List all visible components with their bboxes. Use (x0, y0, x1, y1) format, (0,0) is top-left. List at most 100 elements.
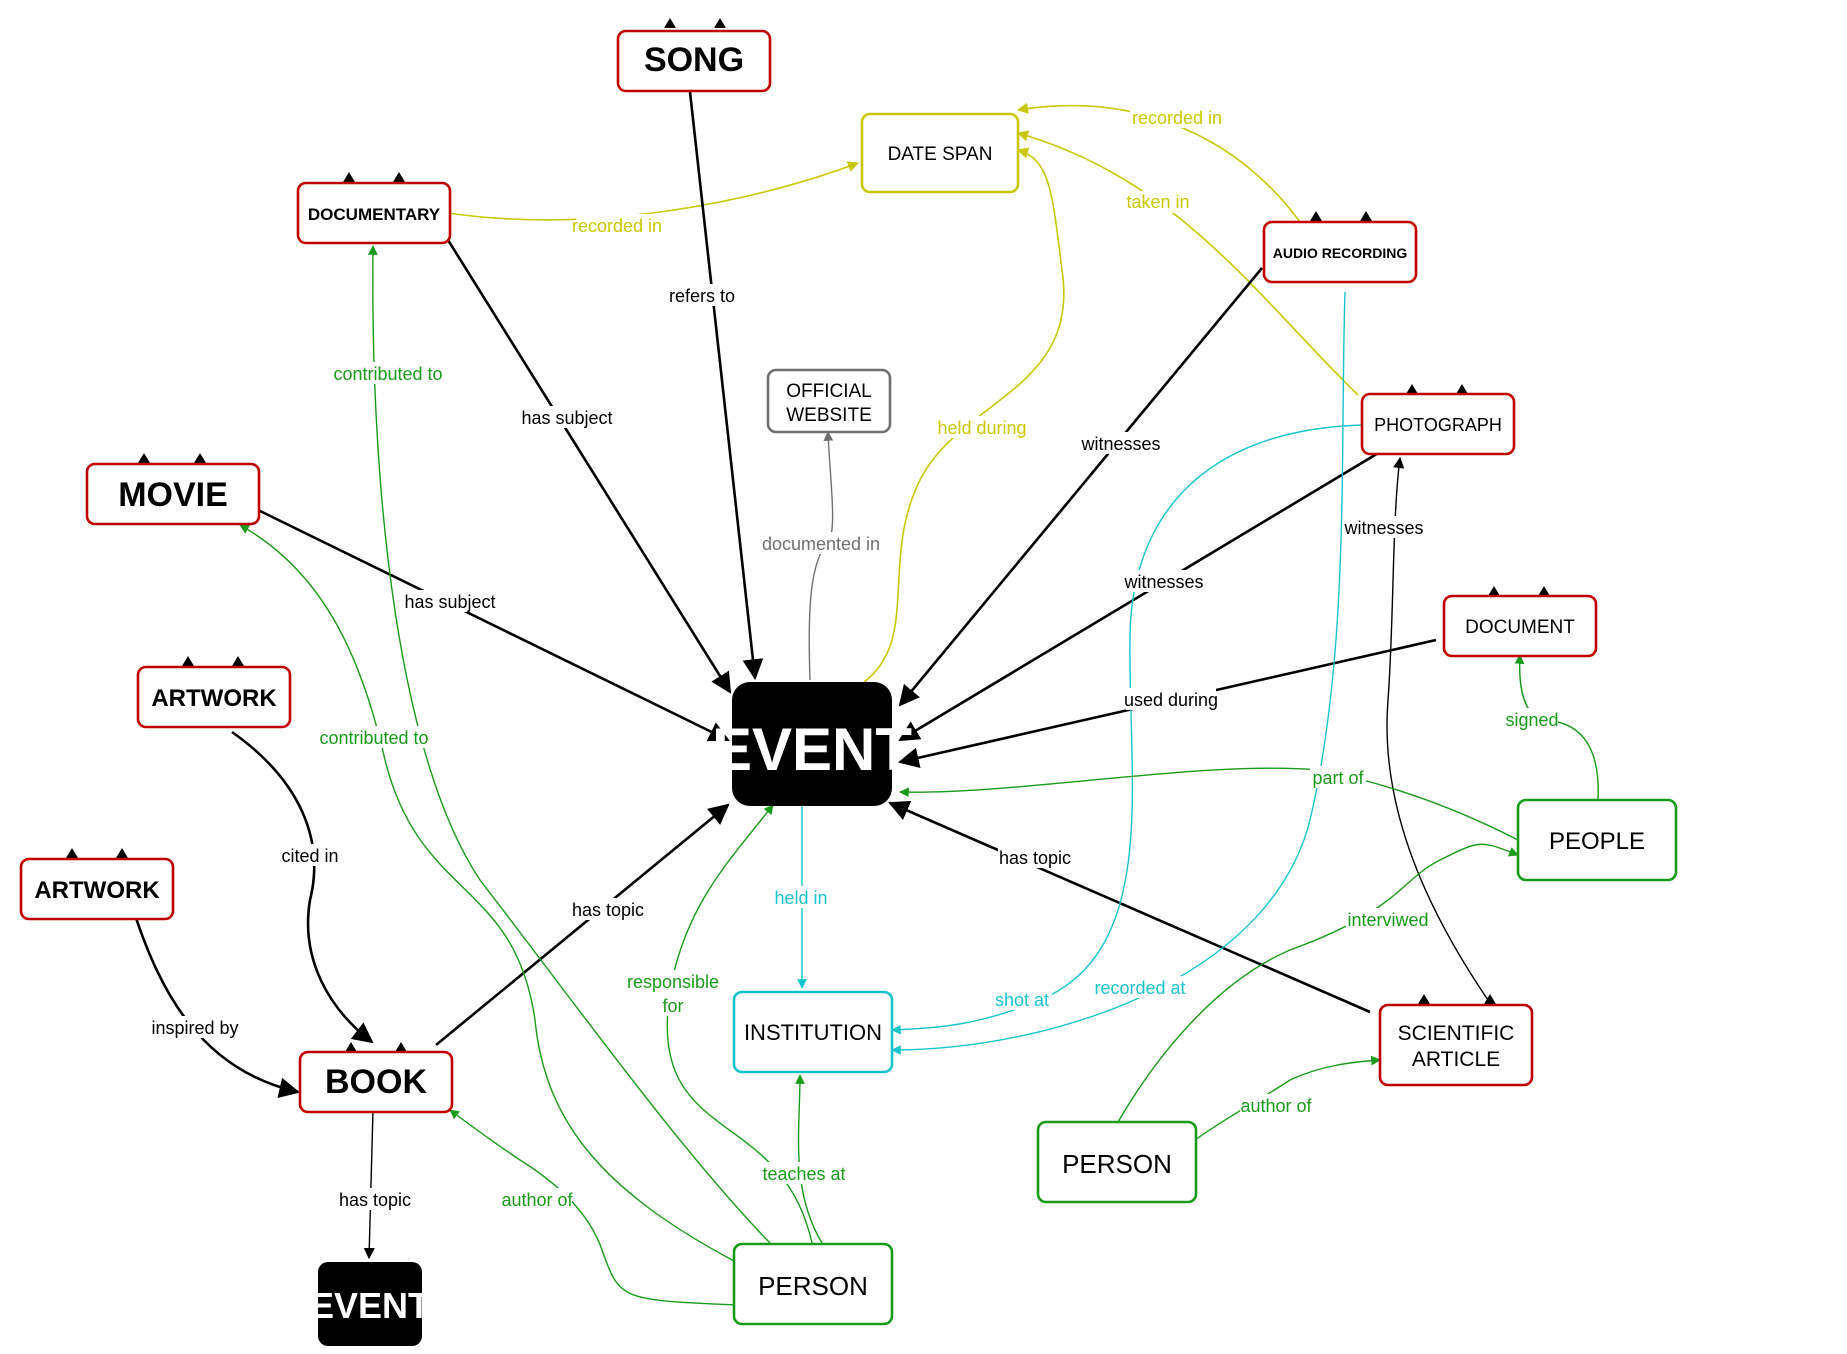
edge-book-event-small (363, 1109, 375, 1260)
label-witnesses-audio: witnesses (1080, 434, 1160, 454)
edge-photograph-event (898, 450, 1381, 742)
node-song-label: SONG (644, 41, 744, 79)
node-movie[interactable]: MOVIE (85, 453, 261, 526)
triangle-marker-icon (1360, 211, 1372, 221)
edge-person-book (449, 1109, 737, 1306)
triangle-marker-icon (66, 848, 78, 858)
edge-photograph-institution (891, 424, 1363, 1035)
node-audio-recording[interactable]: AUDIO RECORDING (1262, 211, 1418, 284)
triangle-marker-icon (232, 656, 244, 666)
node-official-website-label-2: WEBSITE (786, 405, 872, 426)
node-person-bottom-label: PERSON (758, 1271, 868, 1301)
node-institution[interactable]: INSTITUTION (732, 990, 894, 1074)
triangle-marker-icon (714, 18, 726, 28)
node-scientific-article-label-1: SCIENTIFIC (1398, 1022, 1515, 1045)
label-shot-at: shot at (995, 990, 1049, 1010)
node-document-label: DOCUMENT (1465, 617, 1575, 638)
node-official-website[interactable]: OFFICIAL WEBSITE (766, 368, 892, 434)
node-event-main[interactable]: EVENT (712, 682, 912, 806)
triangle-marker-icon (182, 656, 194, 666)
triangle-marker-icon (1310, 211, 1322, 221)
label-cited-in: cited in (281, 846, 338, 866)
triangle-marker-icon (343, 172, 355, 182)
label-used-during: used during (1124, 690, 1218, 710)
node-date-span[interactable]: DATE SPAN (860, 112, 1020, 194)
label-witnesses-photograph: witnesses (1123, 572, 1203, 592)
edge-documentary-event (446, 239, 732, 694)
node-book[interactable]: BOOK (298, 1042, 454, 1114)
edge-movie-event (257, 508, 730, 742)
node-document[interactable]: DOCUMENT (1442, 586, 1598, 658)
triangle-marker-icon (1488, 586, 1500, 596)
triangle-marker-icon (116, 848, 128, 858)
triangle-marker-icon (1406, 384, 1418, 394)
edge-person-documentary (367, 245, 771, 1244)
label-held-in: held in (774, 888, 827, 908)
label-has-subject-documentary: has subject (521, 408, 612, 428)
node-audio-recording-label: AUDIO RECORDING (1273, 245, 1408, 261)
node-photograph-label: PHOTOGRAPH (1374, 415, 1502, 435)
node-photograph[interactable]: PHOTOGRAPH (1360, 384, 1516, 456)
edge-person-movie (239, 524, 737, 1263)
edge-person-institution (795, 1074, 823, 1244)
label-author-of-article: author of (1240, 1096, 1312, 1116)
label-teaches-at: teaches at (762, 1164, 845, 1184)
triangle-marker-icon (345, 1042, 357, 1052)
node-event-small[interactable]: EVENT (310, 1262, 430, 1346)
edge-event-date-span (863, 147, 1065, 683)
node-artwork-upper[interactable]: ARTWORK (136, 656, 292, 729)
node-event-main-label: EVENT (712, 716, 912, 783)
label-has-topic-book: has topic (572, 900, 644, 920)
triangle-marker-icon (393, 172, 405, 182)
node-movie-label: MOVIE (118, 476, 228, 514)
triangle-marker-icon (138, 453, 150, 463)
edge-person-article (1194, 1055, 1381, 1141)
edge-event-official-website (808, 431, 834, 681)
edge-labels: recorded in recorded in taken in refers … (150, 106, 1559, 1210)
label-interviwed: interviwed (1347, 910, 1428, 930)
node-event-small-label: EVENT (310, 1285, 430, 1326)
node-book-label: BOOK (325, 1063, 427, 1101)
label-contributed-to-movie: contributed to (319, 728, 428, 748)
triangle-marker-icon (1484, 994, 1496, 1004)
label-held-during: held during (937, 418, 1026, 438)
triangle-marker-icon (395, 1042, 407, 1052)
node-scientific-article[interactable]: SCIENTIFIC ARTICLE (1378, 994, 1534, 1087)
node-scientific-article-label-2: ARTICLE (1412, 1048, 1500, 1071)
node-institution-label: INSTITUTION (744, 1020, 882, 1045)
node-person-right[interactable]: PERSON (1036, 1120, 1198, 1204)
label-part-of: part of (1312, 768, 1364, 788)
label-recorded-in-audio: recorded in (1132, 108, 1222, 128)
node-documentary-label: DOCUMENTARY (308, 205, 441, 224)
label-author-of-book: author of (501, 1190, 573, 1210)
label-signed: signed (1505, 710, 1558, 730)
node-date-span-label: DATE SPAN (888, 144, 993, 165)
label-refers-to: refers to (669, 286, 735, 306)
triangle-marker-icon (664, 18, 676, 28)
node-song[interactable]: SONG (616, 18, 772, 93)
label-documented-in: documented in (762, 534, 880, 554)
node-person-bottom[interactable]: PERSON (732, 1242, 894, 1326)
label-has-topic-article: has topic (999, 848, 1071, 868)
triangle-marker-icon (194, 453, 206, 463)
label-responsible-for-line2: for (662, 996, 683, 1016)
edge-article-event (888, 800, 1371, 1014)
edge-people-event (899, 767, 1519, 841)
triangle-marker-icon (1456, 384, 1468, 394)
node-artwork-lower-label: ARTWORK (34, 877, 160, 904)
triangle-marker-icon (1538, 586, 1550, 596)
label-inspired-by: inspired by (151, 1018, 238, 1038)
edge-audio-institution (891, 291, 1346, 1055)
node-people[interactable]: PEOPLE (1516, 798, 1678, 882)
node-people-label: PEOPLE (1549, 828, 1645, 855)
label-recorded-in-documentary: recorded in (572, 216, 662, 236)
label-contributed-to-documentary: contributed to (333, 364, 442, 384)
nodes: SONG DOCUMENTARY DATE SPAN AUDIO RECORDI… (19, 18, 1678, 1346)
node-official-website-label-1: OFFICIAL (786, 381, 872, 402)
node-artwork-lower[interactable]: ARTWORK (19, 848, 175, 921)
node-documentary[interactable]: DOCUMENTARY (296, 172, 452, 245)
label-taken-in: taken in (1126, 192, 1189, 212)
label-responsible-for-line1: responsible (627, 972, 719, 992)
